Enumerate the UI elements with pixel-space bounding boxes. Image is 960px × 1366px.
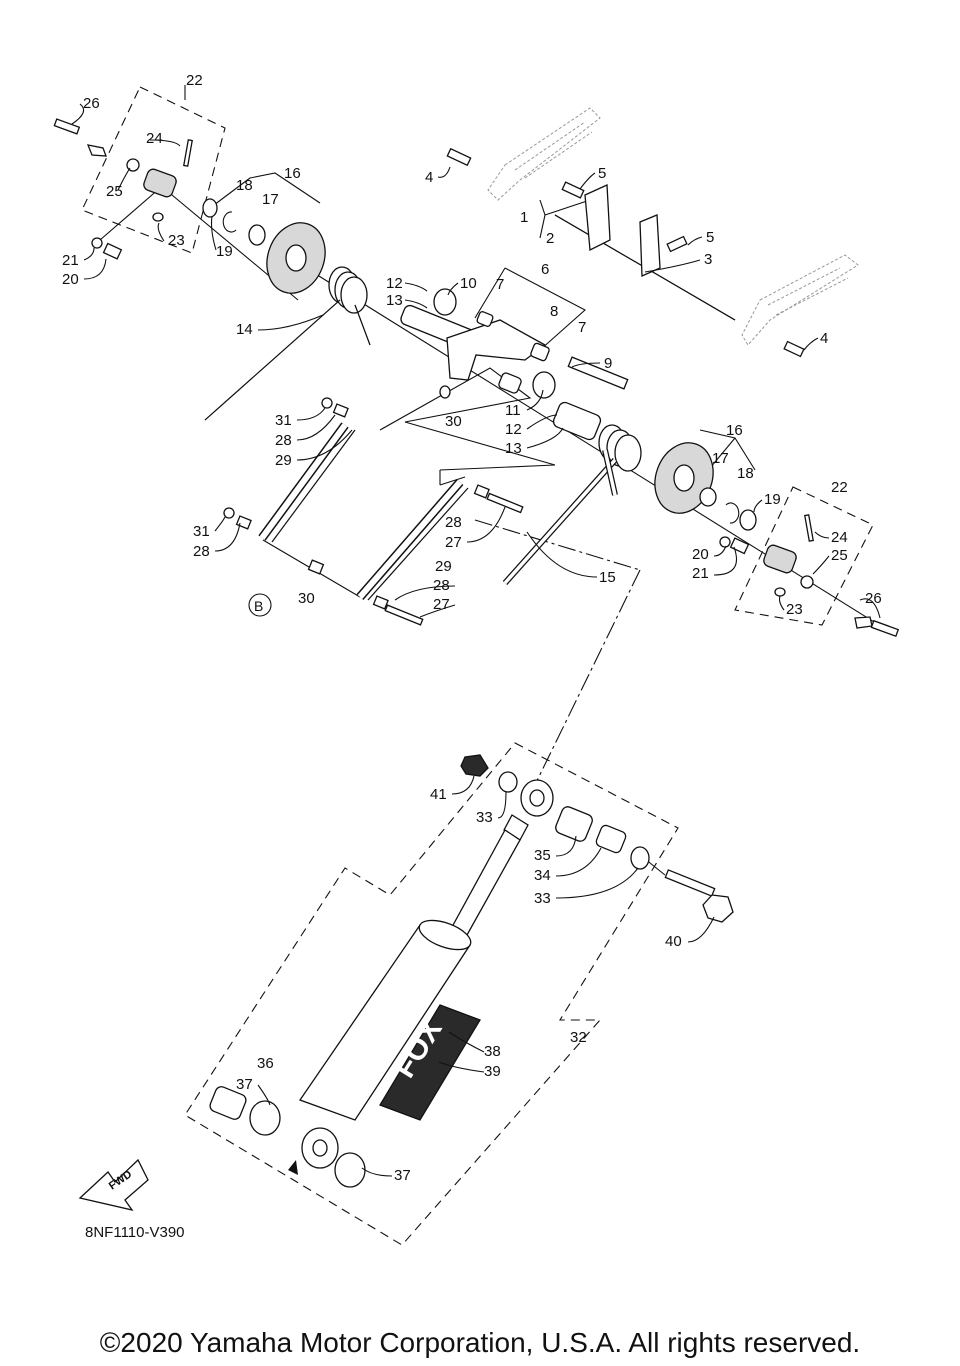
callout-8: 8	[550, 303, 558, 320]
callout-23b: 23	[786, 601, 803, 618]
callout-5b: 5	[706, 229, 714, 246]
callout-37: 37	[236, 1076, 253, 1093]
callout-23: 23	[168, 232, 185, 249]
callout-12: 12	[386, 275, 403, 292]
cross-shaft	[446, 147, 805, 358]
callout-18b: 18	[737, 465, 754, 482]
callout-14: 14	[236, 321, 253, 338]
right-torsion-spring	[502, 424, 642, 585]
diagram-code: 8NF1110-V390	[85, 1224, 185, 1241]
callout-38: 38	[484, 1043, 501, 1060]
callout-35: 35	[534, 847, 551, 864]
callout-41: 41	[430, 786, 447, 803]
group-outlines	[81, 86, 874, 1246]
right-idler-wheel	[654, 442, 757, 531]
callout-34: 34	[534, 867, 551, 884]
callout-6: 6	[541, 261, 549, 278]
linkage-arms	[223, 397, 524, 626]
callout-19: 19	[216, 243, 233, 260]
shock-absorber: FOX	[209, 754, 734, 1188]
reference-marker-circle	[248, 593, 272, 617]
left-end-cap-group	[53, 118, 193, 260]
callout-37b: 37	[394, 1167, 411, 1184]
callout-18: 18	[236, 177, 253, 194]
callout-31: 31	[275, 412, 292, 429]
callout-26: 26	[83, 95, 100, 112]
callout-22b: 22	[831, 479, 848, 496]
callout-1: 1	[520, 209, 528, 226]
callout-27: 27	[445, 534, 462, 551]
callout-31b: 31	[193, 523, 210, 540]
callout-3: 3	[704, 251, 712, 268]
callout-24b: 24	[831, 529, 848, 546]
callout-33b: 33	[534, 890, 551, 907]
frame-rails	[487, 107, 859, 346]
callout-15: 15	[599, 569, 616, 586]
callout-16: 16	[284, 165, 301, 182]
callout-36: 36	[257, 1055, 274, 1072]
callout-10: 10	[460, 275, 477, 292]
callout-labels: 22 26 24 25 23 21 20 19 18 17 16 14 12 1…	[62, 72, 882, 1184]
callout-22: 22	[186, 72, 203, 89]
callout-20b: 20	[692, 546, 709, 563]
left-idler-wheel	[202, 198, 326, 294]
copyright-notice: ©2020 Yamaha Motor Corporation, U.S.A. A…	[100, 1327, 860, 1358]
callout-25b: 25	[831, 547, 848, 564]
callout-25: 25	[106, 183, 123, 200]
callout-13b: 13	[505, 440, 522, 457]
callout-5: 5	[598, 165, 606, 182]
callout-17: 17	[262, 191, 279, 208]
callout-20: 20	[62, 271, 79, 288]
callout-28c: 28	[193, 543, 210, 560]
callout-19b: 19	[764, 491, 781, 508]
center-pivot-assembly	[400, 288, 629, 441]
callout-28b: 28	[445, 514, 462, 531]
callout-21b: 21	[692, 565, 709, 582]
callout-32: 32	[570, 1029, 587, 1046]
callout-2: 2	[546, 230, 554, 247]
left-torsion-spring	[204, 266, 371, 421]
callout-leaders	[71, 103, 881, 1177]
callout-4b: 4	[820, 330, 828, 347]
callout-24: 24	[146, 130, 163, 147]
callout-30: 30	[445, 413, 462, 430]
callout-16b: 16	[726, 422, 743, 439]
callout-7b: 7	[578, 319, 586, 336]
callout-9: 9	[604, 355, 612, 372]
callout-40: 40	[665, 933, 682, 950]
callout-39: 39	[484, 1063, 501, 1080]
callout-11: 11	[505, 402, 521, 419]
callout-28d: 28	[433, 577, 450, 594]
reference-marker-label: B	[254, 598, 263, 614]
callout-12b: 12	[505, 421, 522, 438]
callout-7: 7	[496, 276, 504, 293]
callout-29b: 29	[435, 558, 452, 575]
callout-17b: 17	[712, 450, 729, 467]
callout-21: 21	[62, 252, 79, 269]
callout-30b: 30	[298, 590, 315, 607]
right-end-cap-group	[719, 514, 900, 638]
callout-27b: 27	[433, 596, 450, 613]
forward-arrow-icon: FWD	[78, 1158, 149, 1212]
callout-28: 28	[275, 432, 292, 449]
leader-lines	[99, 85, 896, 876]
callout-4: 4	[425, 169, 433, 186]
callout-29: 29	[275, 452, 292, 469]
callout-33: 33	[476, 809, 493, 826]
callout-26b: 26	[865, 590, 882, 607]
callout-13: 13	[386, 292, 403, 309]
